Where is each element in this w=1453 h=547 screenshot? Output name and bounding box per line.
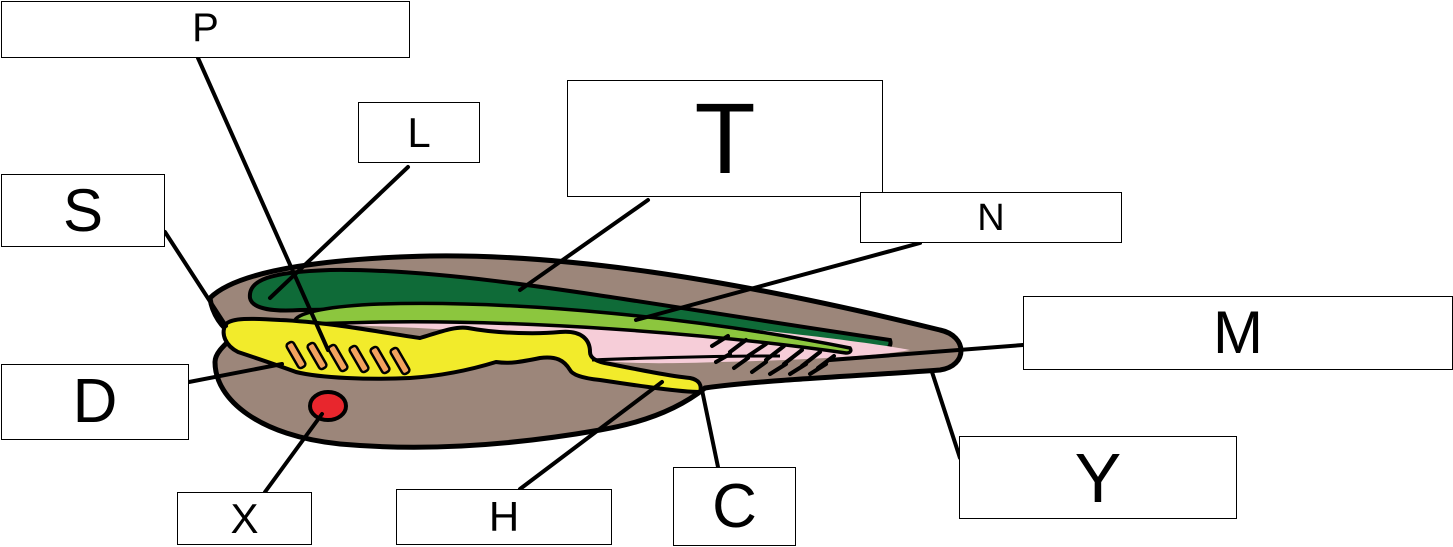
label-box-C: C — [673, 467, 796, 546]
label-box-X: X — [177, 492, 312, 545]
leader-line-H — [518, 380, 664, 491]
label-box-T: T — [567, 80, 883, 197]
leader-line-C — [700, 388, 720, 469]
leader-line-P — [196, 56, 330, 352]
gonad-spot — [308, 390, 348, 422]
label-text-C: C — [712, 471, 757, 541]
label-text-H: H — [488, 493, 520, 540]
muscle-segments — [710, 334, 836, 376]
gill-slit — [306, 341, 328, 371]
leader-line-X — [263, 412, 324, 494]
leader-line-T — [518, 198, 650, 292]
gill-slit — [389, 346, 411, 376]
label-box-L: L — [358, 102, 480, 163]
label-box-Y: Y — [959, 436, 1237, 519]
label-text-X: X — [230, 494, 259, 542]
label-text-Y: Y — [1074, 438, 1122, 517]
label-text-L: L — [407, 108, 431, 156]
label-text-T: T — [694, 82, 756, 195]
leader-line-L — [268, 165, 410, 300]
leader-line-Y — [930, 370, 962, 460]
label-box-H: H — [396, 489, 612, 545]
gut-line — [591, 354, 781, 362]
gill-slit — [327, 343, 349, 373]
leader-line-S — [163, 230, 228, 328]
label-text-P: P — [192, 6, 219, 50]
label-box-P: P — [1, 1, 410, 58]
label-box-D: D — [1, 364, 189, 440]
leader-line-N — [634, 241, 922, 322]
gill-slit — [369, 345, 391, 375]
label-box-N: N — [860, 192, 1122, 243]
label-text-D: D — [72, 367, 118, 436]
leader-lines — [163, 56, 1025, 494]
label-box-S: S — [1, 174, 165, 247]
label-text-N: N — [977, 196, 1005, 239]
label-text-S: S — [62, 176, 104, 244]
leader-line-D — [187, 362, 284, 384]
notochord — [292, 301, 853, 355]
label-text-M: M — [1213, 299, 1263, 366]
gill-slits — [285, 340, 411, 376]
leader-line-M — [828, 343, 1025, 362]
gill-slit — [285, 340, 307, 370]
label-box-M: M — [1023, 296, 1453, 370]
pharynx — [221, 316, 703, 394]
gill-slit — [348, 344, 370, 374]
